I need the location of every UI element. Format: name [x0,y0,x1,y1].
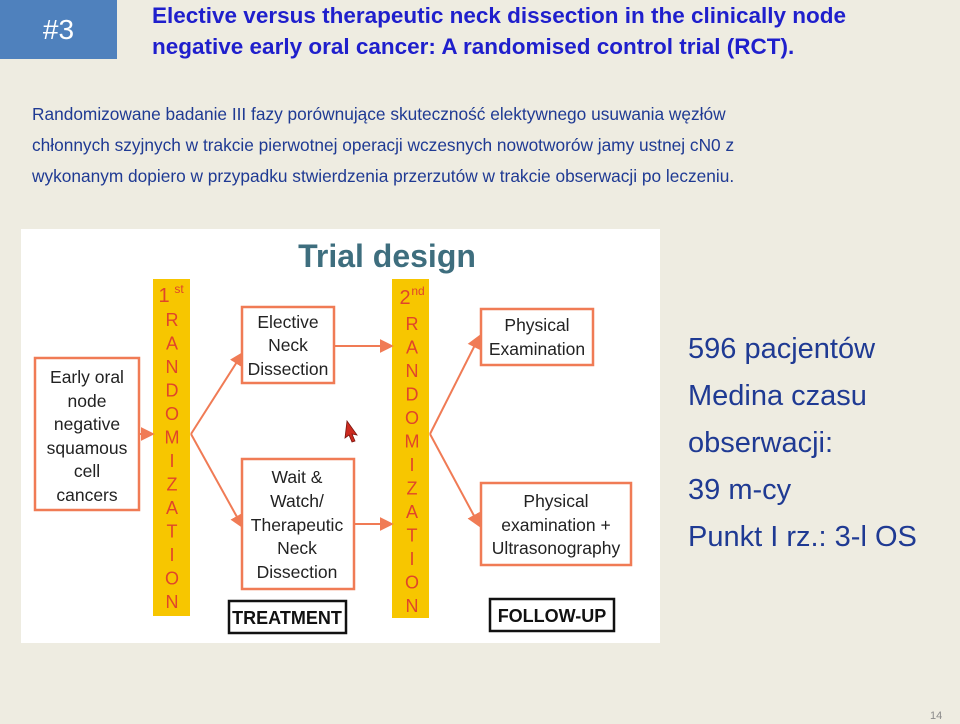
randomization-letter: A [166,498,178,518]
stats-line: Medina czasu [688,380,867,412]
wait-box-line: Wait & [272,467,323,487]
start-box-line: negative [54,414,120,434]
physical-us-box-line: Ultrasonography [492,538,621,558]
slide-title-line: negative early oral cancer: A randomised… [152,34,795,59]
arrow-to-elective [190,351,244,435]
randomization-letter: M [165,428,180,448]
slide-title-line: Elective versus therapeutic neck dissect… [152,3,847,28]
treatment-label: TREATMENT [232,608,342,628]
randomization-letter: O [405,573,419,593]
randomization-letter: I [169,451,174,471]
start-box-line: cancers [56,485,118,505]
followup-label-box [488,597,616,633]
randomization-letter: Z [407,479,418,499]
stats-line: 596 pacjentów [688,333,876,365]
randomization-letter: A [406,338,418,358]
slide-title: Elective versus therapeutic neck dissect… [152,0,942,62]
randomization-letter: Z [167,475,178,495]
physical-examination-box [479,307,595,367]
randomization-1-number: 1 [158,285,169,307]
stats-line: obserwacji: [688,427,834,459]
randomization-letter: O [405,408,419,428]
wait-box-line: Dissection [257,562,338,582]
randomization-letter: N [406,596,419,616]
randomization-letter: T [407,526,418,546]
physical-us-box-line: Physical [523,491,588,511]
physical-box-line: Examination [489,339,585,359]
start-box-line: node [68,391,107,411]
figure-title: Trial design [298,238,476,274]
randomization-letter: D [406,385,419,405]
randomization-2-number: 2 [399,287,410,309]
slide-description: Randomizowane badanie III fazy porównują… [32,99,960,199]
randomization-letter: D [166,381,179,401]
study-stats: 596 pacjentów Medina czasu obserwacji: 3… [688,326,956,561]
wait-box-line: Watch/ [270,491,324,511]
randomization-2-column [392,279,429,618]
elective-box-line: Neck [268,335,308,355]
description-line: Randomizowane badanie III fazy porównują… [32,104,726,124]
randomization-letter: I [409,455,414,475]
wait-box-line: Neck [277,538,317,558]
randomization-letter: A [166,334,178,354]
physical-us-box-line: examination + [501,515,610,535]
stats-line: 39 m-cy [688,474,792,506]
mouse-cursor-icon [344,419,358,443]
wait-box-line: Therapeutic [251,515,344,535]
page-number: 14 [930,710,943,722]
slide-number-badge: #3 [0,0,117,59]
trial-design-figure: Trial design Early oral node negative sq… [21,229,660,643]
elective-neck-dissection-box [240,305,336,385]
randomization-letter: R [406,314,419,334]
randomization-2-ordinal: nd [411,284,424,298]
stats-line: Punkt I rz.: 3-l OS [688,521,917,553]
randomization-1-ordinal: st [174,282,184,296]
description-line: wykonanym dopiero w przypadku stwierdzen… [32,166,735,186]
physical-ultrasonography-box [479,481,633,567]
randomization-letter: O [165,404,179,424]
physical-box-line: Physical [504,315,569,335]
description-line: chłonnych szyjnych w trakcie pierwotnej … [32,135,735,155]
elective-box-line: Elective [257,312,318,332]
randomization-letter: R [166,310,179,330]
start-box-line: Early oral [50,367,124,387]
randomization-letter: A [406,502,418,522]
arrow-to-wait-watch [190,433,244,529]
randomization-letter: M [405,432,420,452]
randomization-letter: N [166,592,179,612]
randomization-letter: N [406,361,419,381]
randomization-letter: T [167,522,178,542]
randomization-letter: O [165,569,179,589]
trial-design-diagram: Trial design Early oral node negative sq… [33,238,633,635]
start-box-line: cell [74,461,100,481]
arrow-to-physical-examination [429,334,481,435]
elective-box-line: Dissection [248,359,329,379]
randomization-letter: I [169,545,174,565]
start-box [33,356,141,512]
randomization-letter: N [166,357,179,377]
arrow-to-physical-ultrasonography [429,433,481,528]
followup-label: FOLLOW-UP [498,606,607,626]
randomization-letter: I [409,549,414,569]
treatment-label-box [227,599,348,635]
start-box-line: squamous [47,438,128,458]
randomization-1-column [153,279,190,616]
